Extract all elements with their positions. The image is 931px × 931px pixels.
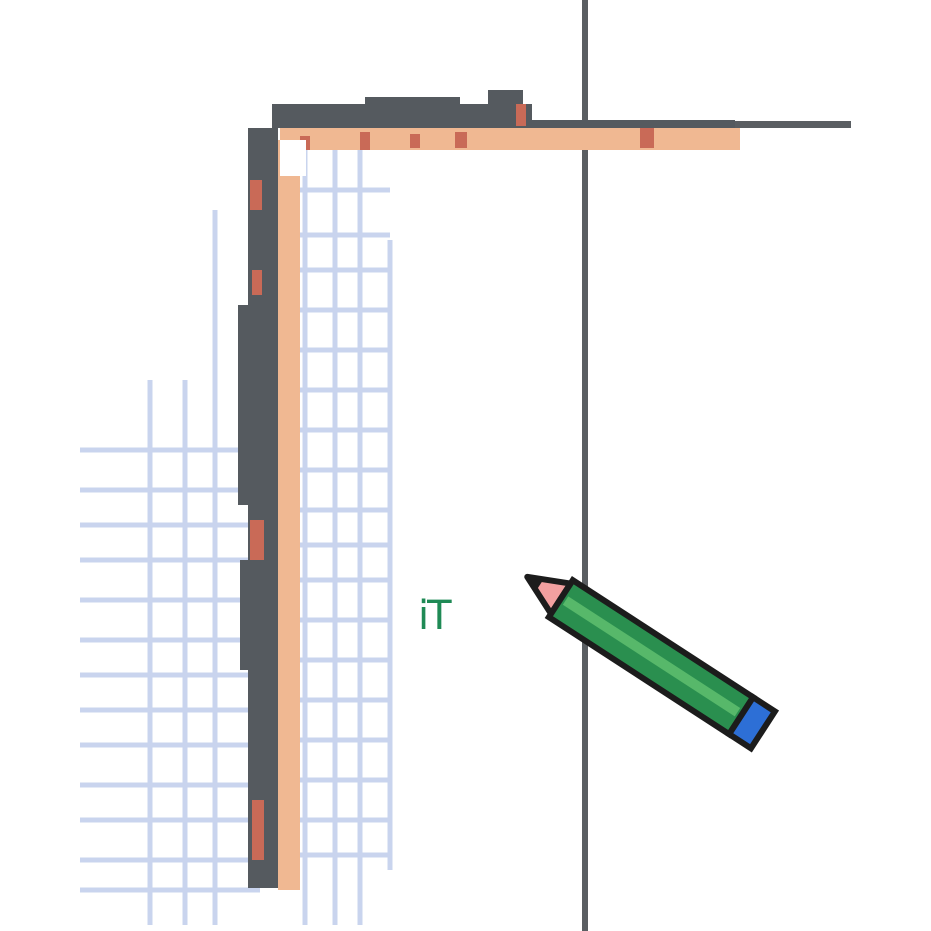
pencil-eraser bbox=[724, 693, 780, 753]
pixel-grid bbox=[80, 150, 393, 925]
frame-left-edge bbox=[238, 128, 306, 890]
pencil-icon bbox=[524, 573, 780, 753]
frame-top-edge bbox=[272, 90, 851, 150]
caption-text: iT bbox=[418, 593, 452, 639]
